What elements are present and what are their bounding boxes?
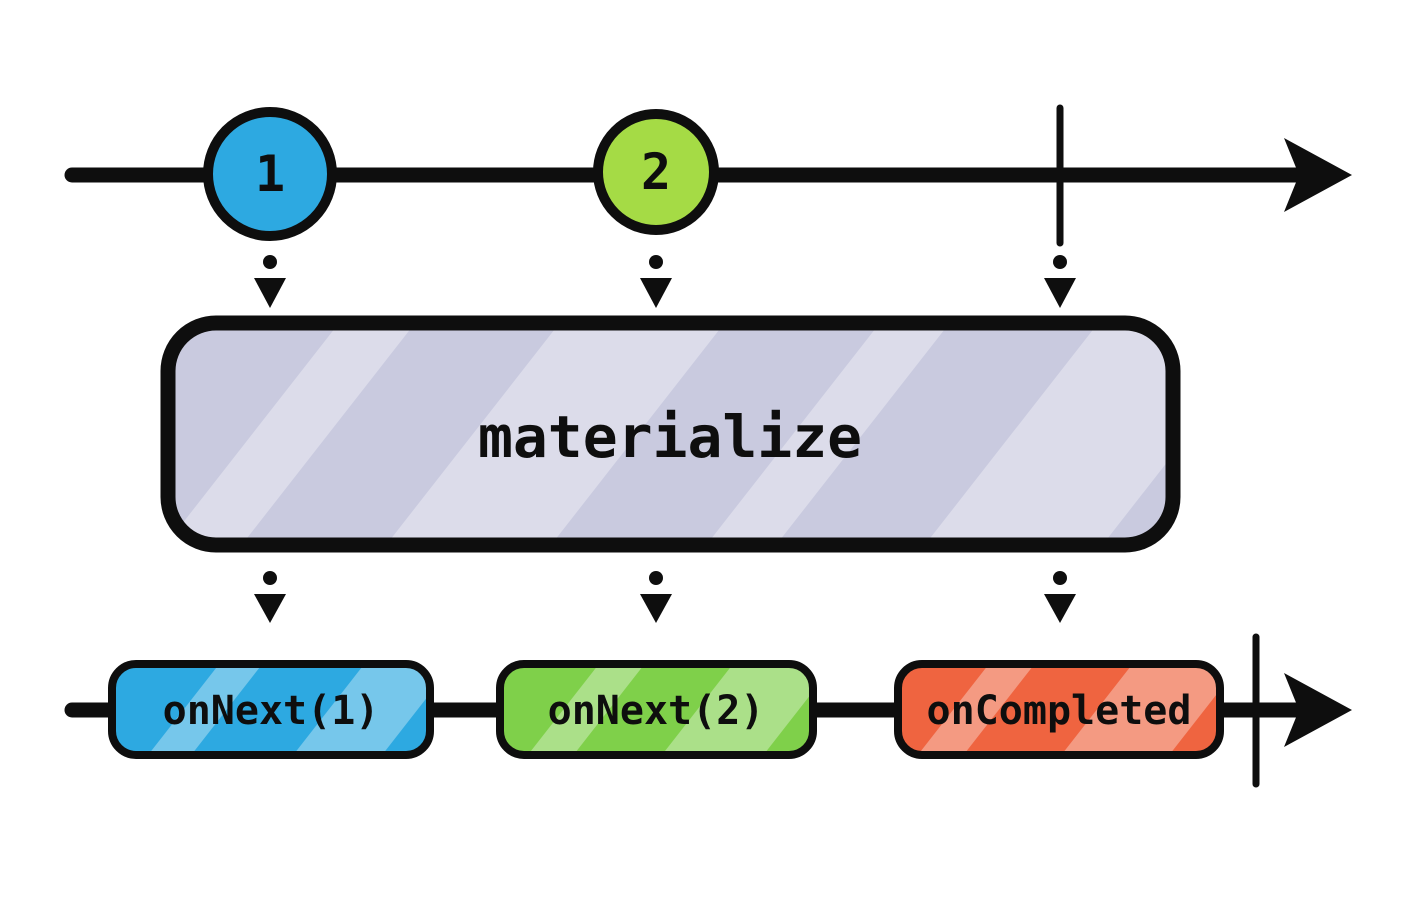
input-marble-1-outline bbox=[203, 107, 337, 241]
output-event-onnext-2: onNext(2) bbox=[496, 660, 817, 759]
shine-stripe bbox=[634, 664, 813, 755]
operator-box-outline bbox=[160, 315, 1181, 553]
output-event-onnext-1-label: onNext(1) bbox=[163, 688, 380, 734]
output-event-onnext-1-outline bbox=[108, 660, 434, 759]
down-arrow-icon bbox=[1044, 278, 1076, 308]
input-marble-1: 1 bbox=[203, 107, 337, 241]
input-marble-1-fill bbox=[208, 112, 332, 236]
input-marble-2: 2 bbox=[593, 109, 719, 235]
arrow-dot bbox=[263, 255, 277, 269]
arrow-into-operator-3 bbox=[1044, 255, 1076, 308]
shine-stripe bbox=[168, 323, 430, 545]
output-timeline-arrowhead-icon bbox=[1284, 673, 1352, 747]
output-event-oncompleted-label: onCompleted bbox=[927, 688, 1192, 734]
output-event-onnext-1: onNext(1) bbox=[108, 660, 434, 759]
arrow-out-of-operator-2 bbox=[640, 571, 672, 623]
output-event-onnext-2-fill bbox=[500, 664, 813, 755]
arrow-dot bbox=[649, 255, 663, 269]
shine-stripe bbox=[1035, 664, 1220, 755]
down-arrow-icon bbox=[254, 594, 286, 623]
output-event-oncompleted-fill bbox=[898, 664, 1220, 755]
down-arrow-icon bbox=[640, 594, 672, 623]
shine-stripe bbox=[263, 664, 430, 755]
down-arrow-icon bbox=[1044, 594, 1076, 623]
arrow-dot bbox=[649, 571, 663, 585]
arrow-out-of-operator-1 bbox=[254, 571, 286, 623]
output-event-onnext-1-fill bbox=[112, 664, 430, 755]
input-marble-2-outline bbox=[593, 109, 719, 235]
operator-box-fill bbox=[168, 323, 1173, 545]
arrows-into-operator bbox=[254, 255, 1076, 308]
down-arrow-icon bbox=[254, 278, 286, 308]
output-event-oncompleted-outline bbox=[894, 660, 1224, 759]
arrow-dot bbox=[1053, 255, 1067, 269]
input-timeline-arrowhead-icon bbox=[1284, 138, 1352, 212]
output-timeline: onNext(1) onNext(2) onCo bbox=[64, 633, 1352, 788]
output-event-onnext-2-outline bbox=[496, 660, 817, 759]
arrow-into-operator-2 bbox=[640, 255, 672, 308]
shine-stripe bbox=[650, 323, 965, 545]
arrow-into-operator-1 bbox=[254, 255, 286, 308]
arrow-out-of-operator-3 bbox=[1044, 571, 1076, 623]
output-event-onnext-2-label: onNext(2) bbox=[548, 688, 765, 734]
arrow-dot bbox=[1053, 571, 1067, 585]
operator-box-shine bbox=[168, 323, 1173, 545]
input-marble-2-label: 2 bbox=[641, 143, 671, 201]
shine-stripe bbox=[889, 323, 1173, 545]
operator-box: materialize bbox=[160, 315, 1181, 553]
operator-label: materialize bbox=[478, 403, 862, 471]
down-arrow-icon bbox=[640, 278, 672, 308]
input-marble-2-fill bbox=[598, 114, 714, 230]
output-event-oncompleted: onCompleted bbox=[894, 660, 1224, 759]
arrows-out-of-operator bbox=[254, 571, 1076, 623]
arrow-dot bbox=[263, 571, 277, 585]
shine-stripe bbox=[348, 323, 722, 545]
input-timeline: 1 2 bbox=[64, 104, 1352, 247]
input-marble-1-label: 1 bbox=[255, 145, 285, 203]
